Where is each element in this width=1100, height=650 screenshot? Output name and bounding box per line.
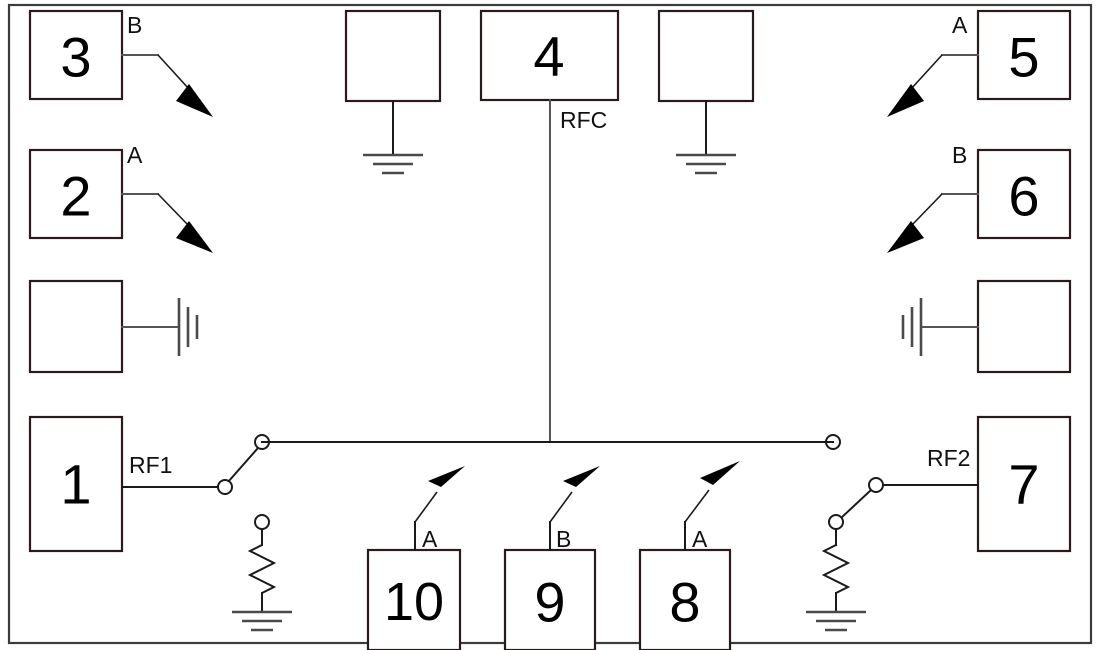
box-7-label: 7 [1008, 453, 1039, 516]
component-box-right-gnd[interactable] [976, 279, 1072, 374]
box-10-arrow-icon [428, 466, 465, 487]
box-top-left-gnd-outline [344, 9, 442, 103]
switch-rf1-blade [226, 446, 260, 484]
ground-top-left-icon [363, 153, 423, 175]
box-8-leader-line [684, 489, 710, 523]
ground-res-left-icon [232, 610, 292, 632]
port-b-box3-label: B [127, 12, 142, 38]
box-2-label: 2 [60, 165, 91, 228]
component-box-top-left-gnd[interactable] [344, 9, 442, 103]
box-left-gnd-outline [28, 279, 124, 374]
ground-top-right-icon [676, 153, 736, 175]
port-a-box10-label: A [422, 526, 438, 552]
switch-rf2-blade [839, 488, 873, 520]
ground-mid-left-icon [177, 298, 199, 356]
port-a-box5-label: A [952, 12, 968, 38]
switch-rf1[interactable] [217, 434, 270, 530]
box-2-arrow-icon [176, 221, 213, 253]
net-rf1-label: RF1 [129, 452, 172, 478]
box-1-outline [28, 415, 124, 553]
box-6-outline [976, 148, 1072, 240]
box-9-arrow-icon [563, 466, 600, 487]
box-8-outline [638, 548, 732, 650]
ground-res-right-icon [806, 610, 866, 632]
box-4-outline [479, 9, 620, 102]
box-right-gnd-outline [976, 279, 1072, 374]
switch-rf1-common-node[interactable] [217, 479, 233, 495]
component-box-6[interactable]: 6 [976, 148, 1072, 240]
box-top-right-gnd-outline [657, 9, 755, 103]
box-9-label: 9 [534, 571, 565, 634]
box-1-label: 1 [60, 453, 91, 516]
component-box-left-gnd[interactable] [28, 279, 124, 374]
box-6-arrow-icon [887, 221, 924, 253]
resistor-rf2-term [821, 528, 851, 613]
component-box-7[interactable]: 7 [976, 415, 1072, 553]
component-box-5[interactable]: 5 [976, 9, 1072, 101]
ground-mid-right-icon [901, 298, 923, 356]
box-5-label: 5 [1008, 26, 1039, 89]
box-4-label: 4 [533, 25, 564, 88]
box-3-label: 3 [60, 26, 91, 89]
box-9-outline [503, 548, 597, 650]
resistor-rf1-term [247, 528, 277, 613]
switch-rf1-open-node[interactable] [254, 514, 270, 530]
component-box-4[interactable]: 4 [479, 9, 620, 102]
component-box-1[interactable]: 1 [28, 415, 124, 553]
box-8-label: 8 [669, 571, 700, 634]
box-3-outline [28, 9, 124, 101]
box-3-arrow-icon [176, 84, 213, 117]
box-9-leader-line [549, 491, 573, 523]
box-8-arrow-icon [700, 461, 740, 485]
port-b-box6-label: B [952, 142, 967, 168]
switch-rf2-common-node[interactable] [868, 477, 884, 493]
box-7-outline [976, 415, 1072, 553]
box-10-outline [366, 548, 462, 650]
port-a-box8-label: A [692, 526, 708, 552]
component-box-10[interactable]: 10 [366, 548, 462, 650]
port-a-box2-label: A [127, 142, 143, 168]
component-box-2[interactable]: 2 [28, 148, 124, 240]
component-box-9[interactable]: 9 [503, 548, 597, 650]
component-box-8[interactable]: 8 [638, 548, 732, 650]
component-box-top-right-gnd[interactable] [657, 9, 755, 103]
box-6-leader-line [910, 193, 943, 227]
box-5-arrow-icon [887, 84, 924, 117]
net-rf2-label: RF2 [927, 445, 970, 471]
net-rfc-label: RFC [560, 107, 607, 133]
port-b-box9-label: B [556, 526, 571, 552]
component-box-3[interactable]: 3 [28, 9, 124, 101]
box-6-label: 6 [1008, 165, 1039, 228]
switch-rf2[interactable] [825, 434, 884, 530]
box-10-label: 10 [384, 572, 444, 632]
box-3-leader-line [157, 54, 190, 90]
box-5-outline [976, 9, 1072, 101]
switch-rf2-open-node[interactable] [828, 514, 844, 530]
box-2-leader-line [157, 193, 190, 227]
box-10-leader-line [414, 491, 438, 523]
box-5-leader-line [910, 54, 943, 90]
